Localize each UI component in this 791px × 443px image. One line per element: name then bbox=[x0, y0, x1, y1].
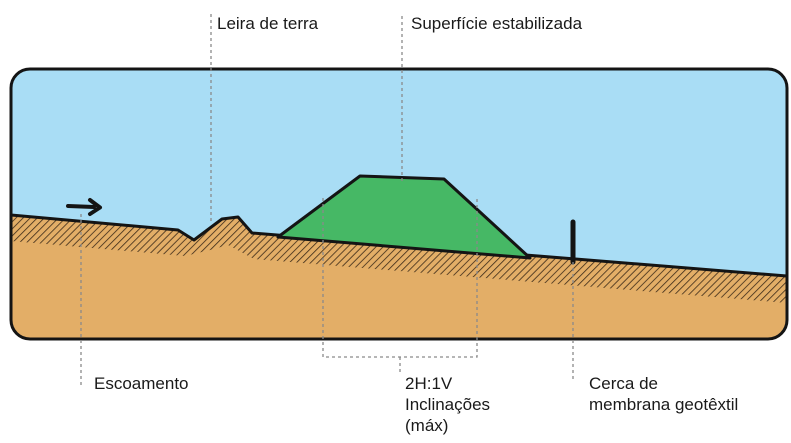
stabilized-surface-label: Superfície estabilizada bbox=[411, 14, 583, 33]
arrow-right-icon bbox=[66, 198, 102, 216]
fence-label-line2: membrana geotêxtil bbox=[589, 395, 739, 414]
stabilized-surface-mound bbox=[276, 174, 532, 260]
berm-label: Leira de terra bbox=[217, 14, 319, 33]
slope-label: 2H:1V Inclinações (máx) bbox=[405, 373, 490, 436]
diagram-panel-border bbox=[9, 67, 789, 341]
hatched-soil-layer bbox=[11, 215, 787, 303]
slope-label-ratio: 2H:1V bbox=[405, 374, 453, 393]
runoff-label: Escoamento bbox=[94, 374, 189, 393]
slope-label-text: Inclinações bbox=[405, 395, 491, 414]
fence-label: Cerca de membrana geotêxtil bbox=[589, 373, 738, 415]
fence-label-line1: Cerca de bbox=[589, 374, 658, 393]
slope-label-max: (máx) bbox=[405, 416, 449, 435]
ground-surface-line bbox=[11, 213, 787, 278]
